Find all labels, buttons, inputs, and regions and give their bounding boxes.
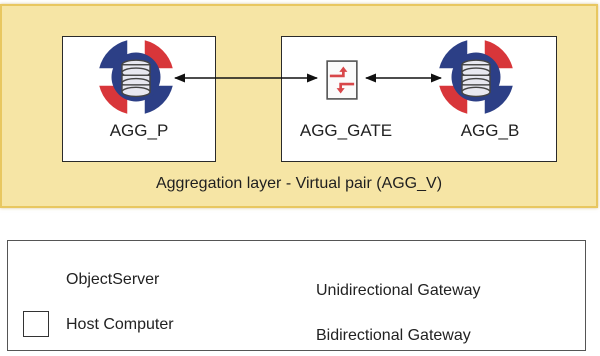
node-label-agg-p: AGG_P xyxy=(109,121,169,140)
bidirectional-gateway-icon xyxy=(325,59,359,101)
node-label-agg-b: AGG_B xyxy=(460,121,520,140)
legend-host-computer-icon xyxy=(23,311,49,337)
legend-bidirectional-gateway-label: Bidirectional Gateway xyxy=(316,327,471,344)
node-label-agg-gate: AGG_GATE xyxy=(299,121,393,140)
legend-host-computer-label: Host Computer xyxy=(66,316,174,333)
legend-box xyxy=(7,240,586,351)
legend-unidirectional-gateway-label: Unidirectional Gateway xyxy=(316,282,481,299)
objectserver-icon xyxy=(438,39,514,115)
objectserver-icon xyxy=(98,39,174,115)
legend-objectserver-label: ObjectServer xyxy=(66,271,160,288)
layer-caption: Aggregation layer - Virtual pair (AGG_V) xyxy=(155,175,443,192)
